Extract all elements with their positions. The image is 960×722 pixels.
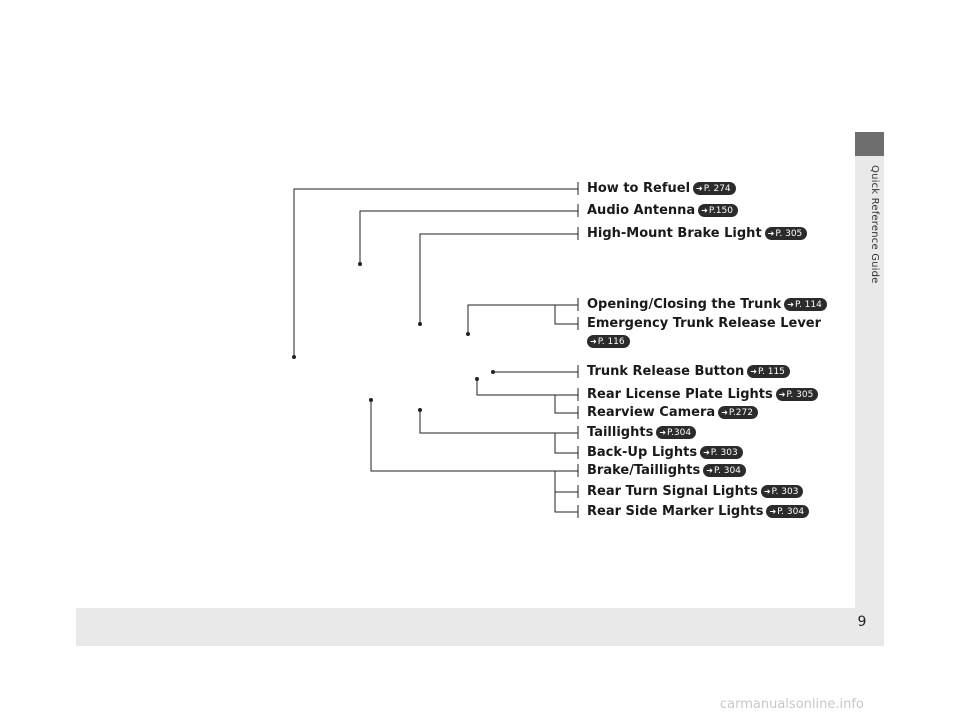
leader-dot-trunk (466, 332, 470, 336)
leader-dot-license (475, 377, 479, 381)
arrow-icon: ➜ (778, 390, 786, 399)
page-ref-link[interactable]: ➜P. 304 (766, 505, 810, 518)
leader-dot-refuel (292, 355, 296, 359)
page-ref-link[interactable]: ➜P. 305 (764, 227, 808, 240)
leader-line-trunk (467, 304, 555, 334)
watermark: carmanualsonline.info (720, 697, 864, 712)
leader-dot-brake-group (369, 398, 373, 402)
page-footer-bar (76, 608, 855, 646)
arrow-icon: ➜ (701, 206, 708, 215)
arrow-icon: ➜ (696, 184, 703, 193)
page-ref-link[interactable]: ➜P.304 (656, 426, 697, 439)
label-rear-side-marker-lights: Rear Side Marker Lights➜P. 304 (587, 504, 810, 520)
side-tab-label: Quick Reference Guide (869, 165, 880, 284)
label-emergency-trunk-release-ref: ➜P. 116 (587, 334, 630, 350)
page-number: 9 (857, 614, 867, 630)
label-rear-license-plate-lights: Rear License Plate Lights➜P. 305 (587, 387, 819, 403)
page-ref-link[interactable]: ➜P. 304 (703, 464, 746, 477)
leader-line-taillights (419, 410, 555, 434)
leader-line-license (476, 379, 555, 396)
side-tab (855, 132, 884, 646)
page-ref-link[interactable]: ➜P.150 (698, 204, 738, 217)
page-ref-link[interactable]: ➜P. 114 (784, 298, 827, 311)
page-ref-link[interactable]: ➜P. 303 (760, 485, 804, 498)
leader-line-brake-group (370, 400, 555, 472)
label-rearview-camera: Rearview Camera➜P.272 (587, 405, 758, 421)
leader-line-license-bracket (554, 394, 578, 414)
leader-dot-antenna (358, 262, 362, 266)
label-taillights: Taillights➜P.304 (587, 425, 697, 441)
side-tab-marker (855, 132, 884, 156)
arrow-icon: ➜ (763, 487, 771, 496)
arrow-icon: ➜ (769, 507, 777, 516)
page-ref-link[interactable]: ➜P. 115 (747, 365, 790, 378)
page-ref-link[interactable]: ➜P. 305 (775, 388, 819, 401)
leader-line-refuel (293, 188, 578, 357)
leader-line-brake-light (419, 233, 578, 324)
arrow-icon: ➜ (750, 367, 757, 376)
leader-dot-taillights (418, 408, 422, 412)
label-opening-closing-trunk: Opening/Closing the Trunk➜P. 114 (587, 297, 827, 313)
arrow-icon: ➜ (706, 466, 713, 475)
label-audio-antenna: Audio Antenna➜P.150 (587, 203, 738, 219)
leader-line-trunk-bracket (554, 304, 578, 325)
page-ref-link[interactable]: ➜P. 116 (587, 335, 630, 348)
arrow-icon: ➜ (703, 448, 710, 457)
arrow-icon: ➜ (659, 428, 667, 437)
label-rear-turn-signal-lights: Rear Turn Signal Lights➜P. 303 (587, 484, 804, 500)
leader-line-taillights-bracket (554, 432, 578, 454)
page-ref-link[interactable]: ➜P. 274 (693, 182, 736, 195)
arrow-icon: ➜ (721, 408, 728, 417)
arrow-icon: ➜ (590, 337, 597, 346)
label-how-to-refuel: How to Refuel➜P. 274 (587, 181, 736, 197)
label-trunk-release-button: Trunk Release Button➜P. 115 (587, 364, 790, 380)
label-brake-taillights: Brake/Taillights➜P. 304 (587, 463, 746, 479)
page-ref-link[interactable]: ➜P.272 (718, 406, 758, 419)
leader-dot-brake-light (418, 322, 422, 326)
label-back-up-lights: Back-Up Lights➜P. 303 (587, 445, 743, 461)
label-high-mount-brake-light: High-Mount Brake Light➜P. 305 (587, 226, 808, 242)
arrow-icon: ➜ (787, 300, 794, 309)
page-ref-link[interactable]: ➜P. 303 (700, 446, 743, 459)
label-emergency-trunk-release: Emergency Trunk Release Lever (587, 316, 822, 331)
leader-line-antenna (359, 210, 578, 264)
leader-dot-trunk-button (491, 370, 495, 374)
arrow-icon: ➜ (767, 229, 775, 238)
